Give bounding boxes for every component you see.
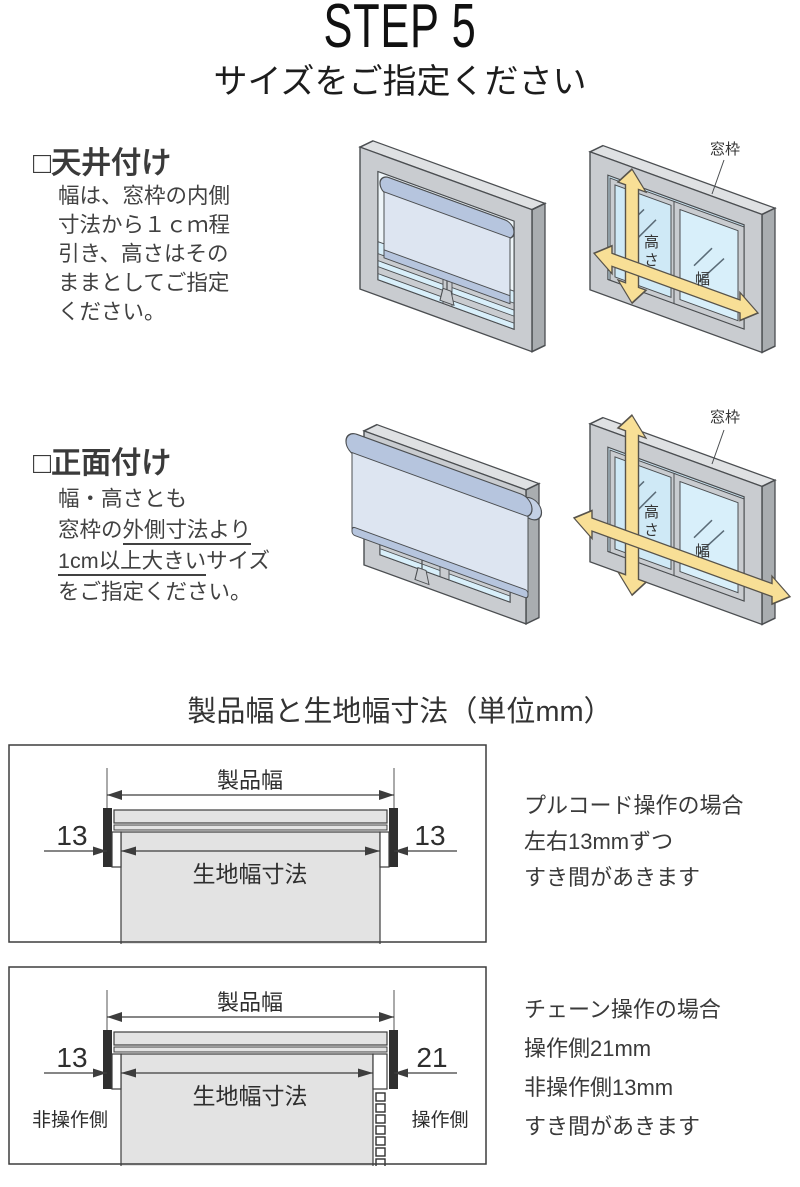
- note-line: チェーン操作の場合: [524, 997, 721, 1022]
- left-gap-value: 13: [56, 820, 87, 851]
- outer-measure-figure: 窓枠 高さ 幅: [572, 402, 798, 664]
- note-line: 操作側21mm: [524, 1036, 652, 1061]
- body-line: 寸法から１ｃｍ程: [58, 213, 231, 237]
- product-width-label: 製品幅: [217, 990, 283, 1015]
- front-mount-blind-illustration: [345, 423, 543, 626]
- operation-side-label: 操作側: [411, 1109, 468, 1131]
- section-heading-front-mount: □正面付け: [33, 447, 172, 480]
- chain-gap-diagram: 製品幅 13 21 生地幅寸法 非操作側 操作側: [8, 966, 487, 1166]
- chain-icon: [375, 1092, 386, 1166]
- size-section-title: 製品幅と生地幅寸法（単位mm）: [187, 696, 613, 728]
- window-outer-measure-illustration: [572, 413, 792, 626]
- body-line: をご指定ください。: [58, 580, 252, 604]
- body-line: ままとしてご指定: [58, 271, 230, 295]
- body-text: 窓枠の: [58, 518, 123, 542]
- width-label: 幅: [695, 543, 711, 560]
- ceiling-mount-blind-illustration: [358, 140, 547, 353]
- page-title: STEP 5: [323, 0, 477, 61]
- width-label: 幅: [695, 271, 711, 288]
- note-line: すき間があきます: [524, 1114, 701, 1139]
- height-label: 高さ: [642, 504, 659, 540]
- pull-cord-gap-diagram: 製品幅 13 13 生地幅寸法: [8, 744, 487, 944]
- note-line: 左右13mmずつ: [524, 829, 674, 854]
- pull-cord-note: プルコード操作の場合 左右13mmずつ すき間があきます: [524, 788, 744, 896]
- fabric-width-label: 生地幅寸法: [193, 1083, 308, 1109]
- section-body-front-mount: 幅・高さとも 窓枠の外側寸法より 1cm以上大きいサイズ をご指定ください。: [58, 484, 270, 608]
- product-width-label: 製品幅: [217, 768, 283, 793]
- right-gap-value: 13: [414, 820, 445, 851]
- height-label: 高さ: [642, 234, 659, 270]
- inner-measure-figure: 窓枠 高さ 幅: [572, 132, 798, 390]
- body-line: ください。: [58, 300, 166, 324]
- body-line: 1cm以上大きいサイズ: [58, 546, 270, 577]
- note-line: すき間があきます: [524, 865, 701, 890]
- non-operation-side-label: 非操作側: [32, 1109, 108, 1131]
- underlined-text: 1cm以上大きい: [58, 549, 207, 576]
- left-gap-value: 13: [56, 1042, 87, 1073]
- underlined-text: 外側寸法より: [122, 518, 252, 545]
- note-line: 非操作側13mm: [524, 1075, 674, 1100]
- window-inner-measure-illustration: [588, 144, 777, 354]
- fabric-width-label: 生地幅寸法: [193, 861, 308, 887]
- window-frame-label: 窓枠: [710, 409, 741, 426]
- note-line: プルコード操作の場合: [524, 793, 744, 818]
- chain-note: チェーン操作の場合 操作側21mm 非操作側13mm すき間があきます: [524, 990, 721, 1146]
- body-line: 幅は、窓枠の内側: [58, 184, 231, 208]
- page-subtitle: サイズをご指定ください: [213, 63, 587, 101]
- body-line: 引き、高さはその: [58, 242, 229, 266]
- section-heading-ceiling-mount: □天井付け: [33, 147, 172, 180]
- section-body-ceiling-mount: 幅は、窓枠の内側 寸法から１ｃｍ程 引き、高さはその ままとしてご指定 ください…: [58, 182, 230, 327]
- right-gap-value: 21: [416, 1042, 447, 1073]
- body-text: サイズ: [206, 549, 270, 573]
- body-line: 幅・高さとも: [58, 487, 188, 511]
- window-frame-label: 窓枠: [710, 141, 741, 158]
- body-line: 窓枠の外側寸法より: [58, 515, 270, 546]
